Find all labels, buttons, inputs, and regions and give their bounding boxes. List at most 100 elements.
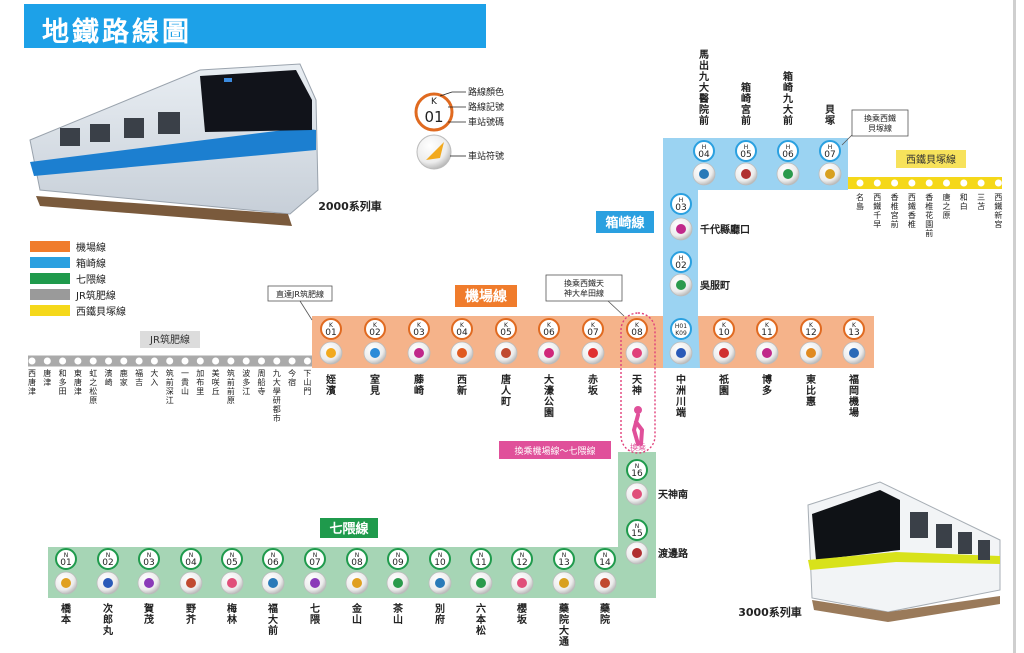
jr-station-dot (43, 357, 51, 365)
station-number-badge (843, 318, 865, 340)
legend-label: 機場線 (76, 241, 106, 254)
jr-station-name: 九大學研都市 (273, 369, 281, 423)
station-code: H01 (675, 323, 687, 330)
station-line-letter: N (635, 523, 640, 530)
kuko-station-13: K13 (842, 318, 866, 365)
station-line-letter: N (438, 552, 443, 559)
station-line-letter: H (679, 255, 684, 262)
nishitetsu-station-dot (925, 179, 933, 187)
nishitetsu-tenjin-callout: 換乘西鐵天神大牟田線 (564, 278, 604, 298)
station-line-letter: N (520, 552, 525, 559)
jr-station-dot (105, 357, 112, 365)
station-code: 09 (392, 558, 404, 568)
station-number-badge (346, 548, 368, 570)
station-number-badge (304, 548, 326, 570)
station-symbol-mark (676, 224, 686, 234)
jr-station-dot (120, 357, 128, 365)
kuko-station-name: 中洲川端 (675, 373, 686, 419)
station-line-letter: K (809, 322, 814, 329)
station-line-letter: K (329, 322, 334, 329)
walk-transfer-label: 換乘 (630, 442, 646, 452)
hakozaki-station-07: H07 (818, 140, 842, 186)
station-number-badge (138, 548, 160, 570)
station-number-badge (626, 519, 648, 541)
station-code: 02 (102, 558, 113, 568)
kuko-station-name: 博多 (762, 373, 772, 397)
legend-label: 西鐵貝塚線 (76, 305, 126, 318)
key-code-letter: K (431, 97, 438, 107)
hakozaki-station-03: H03 (669, 193, 693, 241)
nanakuma-station-09: N09 (386, 548, 410, 595)
station-code: 07 (824, 150, 835, 160)
jr-station-name: 西唐津 (28, 369, 36, 396)
station-line-letter: H (786, 144, 791, 151)
station-code: 03 (675, 203, 686, 213)
nanakuma-station-name: 六本松 (476, 602, 487, 637)
train-3000-caption: 3000系列車 (738, 605, 802, 619)
nanakuma-station-name: 天神南 (658, 488, 688, 501)
kuko-station-12: K12 (799, 318, 823, 365)
walking-person-icon (631, 406, 645, 446)
station-symbol-mark (806, 348, 816, 358)
station-line-letter: K (373, 322, 378, 329)
hakozaki-station-06: H06 (776, 140, 800, 186)
jr-station-name: 波多江 (242, 368, 250, 396)
station-symbol-mark (762, 348, 772, 358)
station-code: 07 (587, 328, 598, 338)
legend-label: JR筑肥線 (75, 289, 116, 302)
nishitetsu-line-label: 西鐵貝塚線 (906, 153, 956, 166)
station-symbol-mark (61, 578, 71, 588)
station-line-letter: K (852, 322, 857, 329)
station-number-badge (735, 140, 757, 162)
kaizuka-transfer-callout: 換乘西鐵貝塚線 (864, 113, 896, 133)
station-number-badge (756, 318, 778, 340)
legend-label: 七隈線 (76, 273, 106, 286)
jr-station-name: 鹿家 (120, 368, 128, 387)
station-symbol-mark (476, 578, 486, 588)
nanakuma-line-label-box (320, 518, 378, 538)
kaizuka-transfer-callout-box (851, 109, 909, 137)
jr-station-dot (212, 357, 220, 365)
nanakuma-station-16: N16 (625, 459, 649, 506)
station-symbol-mark (699, 169, 709, 179)
tenjin-transfer-callout-box (499, 441, 611, 459)
legend-label: 箱崎線 (76, 257, 106, 270)
nishitetsu-station-name: 和白 (960, 193, 968, 211)
title-banner: 地鐵路線圖 (24, 4, 486, 48)
station-number-badge (800, 318, 822, 340)
station-number-badge (594, 548, 616, 570)
station-line-letter: N (64, 552, 69, 559)
kuko-station-name: 室見 (369, 373, 380, 397)
station-line-letter: H (744, 144, 749, 151)
station-code: 03 (143, 558, 154, 568)
station-code: 11 (475, 558, 486, 568)
nanakuma-station-02: N02 (96, 548, 120, 595)
station-line-letter: K (547, 322, 552, 329)
jr-station-name: 周船寺 (258, 369, 266, 396)
jr-station-name: 虹之松原 (89, 369, 97, 405)
station-number-badge (693, 140, 715, 162)
station-number-badge (777, 140, 799, 162)
hakozaki-station-05: H05 (734, 140, 758, 186)
nanakuma-station-name: 七隈 (310, 602, 321, 626)
station-code: 07 (309, 558, 320, 568)
jr-station-dot (303, 357, 311, 365)
kuko-station-name: 東比惠 (806, 373, 816, 408)
kuko-station-name: 祇園 (718, 373, 729, 397)
station-number-badge (713, 318, 735, 340)
page-border (1013, 0, 1016, 653)
station-line-letter: N (189, 552, 194, 559)
station-number-badge (408, 318, 430, 340)
station-code: 06 (543, 328, 555, 338)
jr-station-name: 和多田 (59, 369, 67, 396)
station-symbol-mark (632, 548, 642, 558)
jr-station-dot (89, 357, 97, 365)
jr-station-names: 西唐津唐津和多田東唐津虹之松原濱崎鹿家福吉大入筑前深江一貴山加布里美咲丘筑前前原… (28, 368, 311, 423)
jr-station-dot (196, 357, 204, 365)
legend-swatch (30, 241, 70, 252)
nanakuma-station-03: N03 (137, 548, 161, 595)
station-symbol-mark (825, 169, 835, 179)
nishitetsu-station-name: 名島 (856, 192, 864, 211)
station-code: 14 (599, 558, 611, 568)
